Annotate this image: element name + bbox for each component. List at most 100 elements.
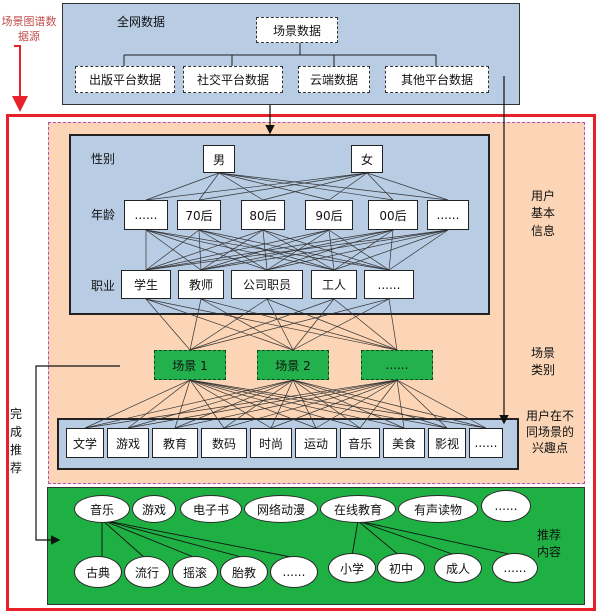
connector-line — [315, 379, 398, 429]
interest-item: ...... — [469, 428, 503, 458]
connector-line — [218, 172, 449, 201]
connector-line — [189, 379, 272, 429]
connector-line — [174, 379, 191, 429]
connector-line — [189, 379, 405, 429]
connector-line — [270, 379, 398, 429]
interest-label: 用户在不同场景的兴趣点 — [525, 409, 574, 456]
connector-line — [200, 298, 294, 351]
connector-line — [223, 379, 294, 429]
connector-line — [396, 379, 487, 429]
recommend-item: 小学 — [328, 553, 376, 583]
connector-line — [328, 172, 368, 201]
connector-line — [189, 379, 448, 429]
basic-info-label: 用户基本信息 — [530, 189, 555, 238]
connector-line — [292, 379, 405, 429]
source-label: 场景图谱数据源 — [1, 15, 57, 44]
connector-line — [189, 298, 390, 351]
age-item: 70后 — [177, 200, 221, 230]
job-item: 工人 — [311, 270, 357, 299]
source-cloud: 云端数据 — [298, 66, 370, 93]
recommend-item: ...... — [481, 490, 531, 522]
interest-item: 音乐 — [340, 428, 380, 458]
recommend-item: 古典 — [74, 556, 122, 588]
connector-line — [174, 379, 294, 429]
gender-male: 男 — [203, 145, 235, 173]
connector-line — [145, 229, 268, 271]
gender-label: 性别 — [91, 152, 116, 166]
connector-line — [127, 379, 294, 429]
connector-line — [218, 172, 264, 201]
age-item: 00后 — [368, 200, 418, 230]
interest-item: 时尚 — [250, 428, 292, 458]
connector-line — [174, 379, 398, 429]
connector-line — [328, 229, 335, 271]
recommend-item: 成人 — [434, 553, 482, 583]
recommend-item: 摇滚 — [172, 556, 218, 588]
connector-line — [189, 379, 361, 429]
connector-line — [189, 298, 202, 351]
source-publishing: 出版平台数据 — [75, 66, 175, 93]
connector-line — [145, 229, 394, 271]
recommend-item: 音乐 — [74, 495, 130, 523]
connector-line — [145, 172, 368, 201]
connector-line — [145, 298, 294, 351]
recommend-item: 有声读物 — [398, 495, 478, 523]
age-item: ...... — [427, 200, 469, 230]
connector-line — [198, 229, 390, 271]
connector-line — [333, 229, 449, 271]
age-label: 年龄 — [91, 208, 116, 222]
connector-line — [262, 172, 368, 201]
interest-item: 教育 — [152, 428, 198, 458]
interest-item: 数码 — [201, 428, 247, 458]
connector-line — [145, 229, 202, 271]
source-social: 社交平台数据 — [183, 66, 283, 93]
age-item: 80后 — [241, 200, 285, 230]
connector-line — [198, 172, 220, 201]
recommend-item: 流行 — [124, 556, 170, 588]
connector-line — [333, 229, 394, 271]
connector-line — [292, 298, 335, 351]
connector-line — [292, 379, 317, 429]
age-item: ...... — [124, 200, 168, 230]
interest-item: 影视 — [428, 428, 466, 458]
connector-line — [84, 379, 294, 429]
scene-type-label: 场景类别 — [530, 346, 555, 378]
connector-line — [127, 379, 398, 429]
connector-line — [200, 229, 449, 271]
connector-line — [200, 229, 330, 271]
recommend-item: 电子书 — [180, 495, 242, 523]
source-other: 其他平台数据 — [385, 66, 489, 93]
recommend-item: 胎教 — [220, 556, 268, 588]
connector-line — [189, 298, 268, 351]
connector-line — [388, 298, 398, 351]
connector-line — [218, 172, 330, 201]
scene-data-root: 场景数据 — [256, 17, 338, 43]
connector-line — [145, 298, 398, 351]
connector-line — [84, 379, 398, 429]
connector-line — [366, 172, 394, 201]
connector-line — [333, 298, 398, 351]
recommend-label: 推荐内容 — [536, 528, 561, 560]
connector-line — [200, 298, 398, 351]
main-red-frame — [6, 114, 596, 611]
connector-line — [359, 379, 398, 429]
connector-line — [218, 172, 394, 201]
gender-female: 女 — [351, 145, 383, 173]
connector-line — [189, 379, 225, 429]
connector-line — [189, 379, 317, 429]
connector-line — [292, 379, 487, 429]
connector-line — [388, 229, 449, 271]
connector-line — [266, 229, 394, 271]
recommend-item: 网络动漫 — [244, 495, 318, 523]
recommend-item: ...... — [270, 556, 318, 588]
connector-line — [366, 172, 449, 201]
connector-line — [198, 229, 268, 271]
connector-line — [266, 298, 398, 351]
connector-line — [292, 379, 448, 429]
connector-line — [266, 229, 449, 271]
connector-line — [145, 229, 264, 271]
connector-line — [396, 379, 405, 429]
job-label: 职业 — [91, 279, 116, 293]
connector-line — [223, 379, 398, 429]
